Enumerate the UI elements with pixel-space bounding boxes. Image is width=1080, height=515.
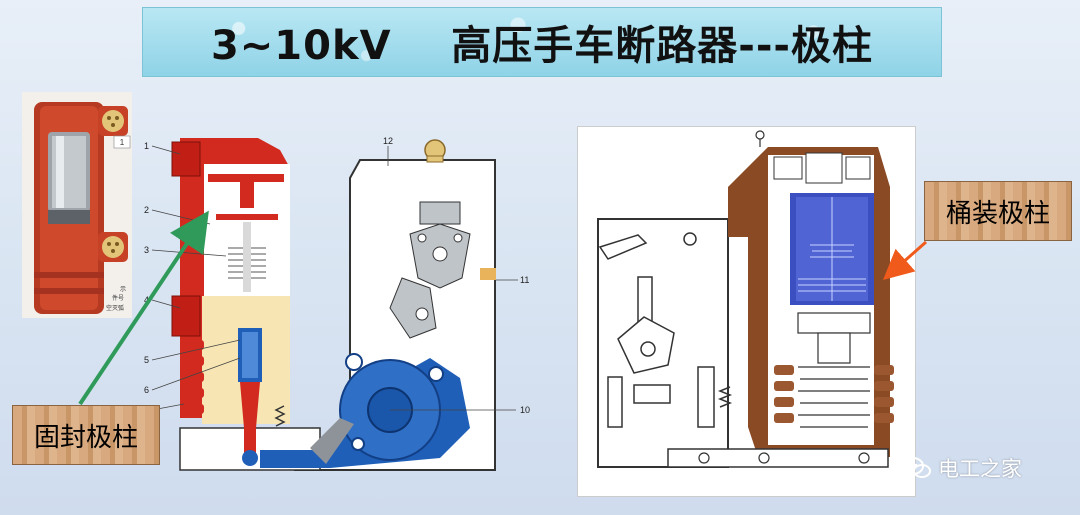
- watermark: 电工之家: [902, 454, 1022, 482]
- photo-caption-line-2: 件号: [112, 294, 124, 302]
- callout-10: 10: [520, 405, 530, 415]
- photo-tag: 1: [120, 138, 125, 147]
- callout-5: 5: [144, 355, 149, 365]
- section-diagram-drawing: 1 2 3 4 5 6 7 12 11 10: [144, 136, 530, 471]
- wechat-icon: [902, 457, 931, 478]
- potted-pole-photo-drawing: 1 示 件号 空灭弧: [22, 92, 132, 318]
- page-title: 3~10kV 高压手车断路器---极柱: [210, 23, 874, 69]
- callout-6: 6: [144, 385, 149, 395]
- callout-2: 2: [144, 205, 149, 215]
- callout-12: 12: [383, 136, 393, 146]
- title-banner: 3~10kV 高压手车断路器---极柱: [142, 7, 942, 77]
- tub-pole-drawing: [578, 127, 915, 496]
- photo-caption-line-1: 示: [120, 286, 126, 293]
- tub-pole-section-diagram: [577, 126, 916, 497]
- photo-caption-line-3: 空灭弧: [106, 304, 124, 312]
- potted-pole-label: 固封极柱: [12, 405, 160, 465]
- callout-11: 11: [520, 275, 529, 285]
- callout-1: 1: [144, 141, 149, 151]
- tub-pole-label: 桶装极柱: [924, 181, 1072, 241]
- potted-pole-section-diagram: 1 2 3 4 5 6 7 12 11 10: [140, 128, 550, 488]
- callout-3: 3: [144, 245, 149, 255]
- potted-pole-photo: 1 示 件号 空灭弧: [22, 92, 132, 318]
- watermark-text: 电工之家: [938, 457, 1022, 481]
- callout-4: 4: [144, 295, 149, 305]
